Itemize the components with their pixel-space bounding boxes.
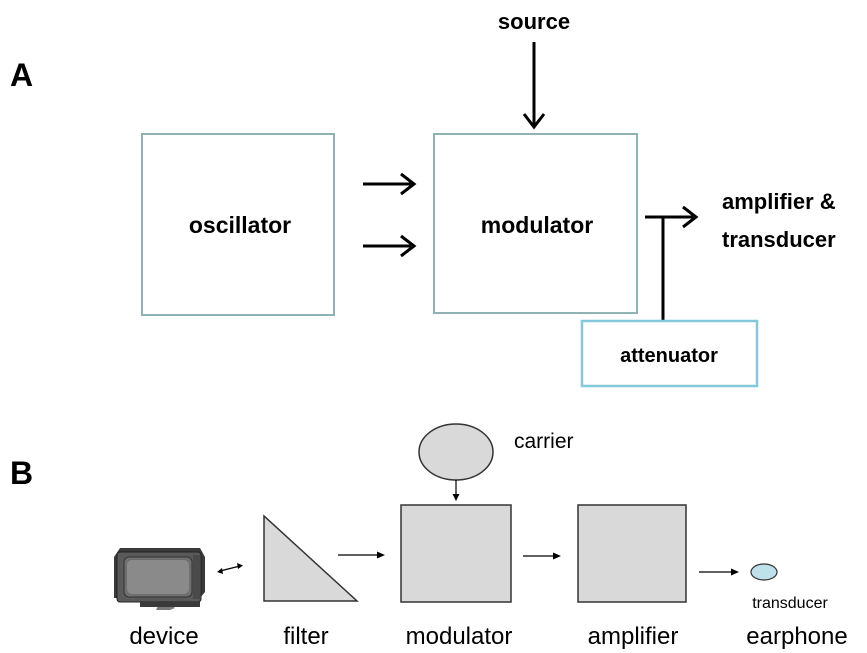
panel-a: A source oscillator modulator amplifier … — [10, 9, 836, 388]
modulator-to-amplifier-arrowhead — [553, 552, 561, 560]
tv-icon — [114, 548, 205, 610]
oscillator-label: oscillator — [189, 212, 291, 238]
earphone-label: earphone — [746, 623, 847, 650]
osc-to-mod-arrowhead-2 — [400, 234, 417, 258]
oscillator-box — [141, 133, 335, 316]
amplifier-label: amplifier — [588, 623, 679, 650]
carrier-ellipse — [418, 423, 494, 481]
attenuator-label: attenuator — [620, 345, 718, 367]
osc-to-mod-arrowhead-1 — [400, 172, 417, 196]
output-arrowhead — [682, 205, 699, 229]
filter-to-modulator-arrowhead — [377, 551, 385, 559]
transducer-label: transducer — [752, 595, 828, 612]
panel-b-label: B — [10, 455, 33, 491]
source-label: source — [498, 9, 570, 34]
modulator-box — [433, 133, 638, 314]
modulator-label-a: modulator — [481, 212, 593, 238]
attenuator-box — [580, 319, 759, 388]
modulator-label-b: modulator — [406, 623, 513, 650]
filter-triangle — [263, 514, 359, 602]
source-arrowhead — [522, 113, 546, 130]
output-label-line1: amplifier & — [722, 189, 836, 214]
device-label: device — [129, 623, 198, 650]
earphone-icon — [750, 563, 778, 581]
device-filter-arrow — [219, 565, 241, 572]
filter-label: filter — [283, 623, 328, 650]
amplifier-to-earphone-arrowhead — [731, 568, 739, 576]
amplifier-block — [577, 504, 687, 603]
device-filter-arrowhead-right — [237, 563, 243, 569]
output-label-line2: transducer — [722, 227, 836, 252]
carrier-arrowhead — [452, 494, 460, 501]
device-filter-arrowhead-left — [217, 568, 223, 574]
modulator-block — [400, 504, 512, 603]
carrier-label: carrier — [514, 430, 574, 453]
panel-a-label: A — [10, 57, 33, 93]
panel-b: B carrier — [10, 423, 848, 650]
